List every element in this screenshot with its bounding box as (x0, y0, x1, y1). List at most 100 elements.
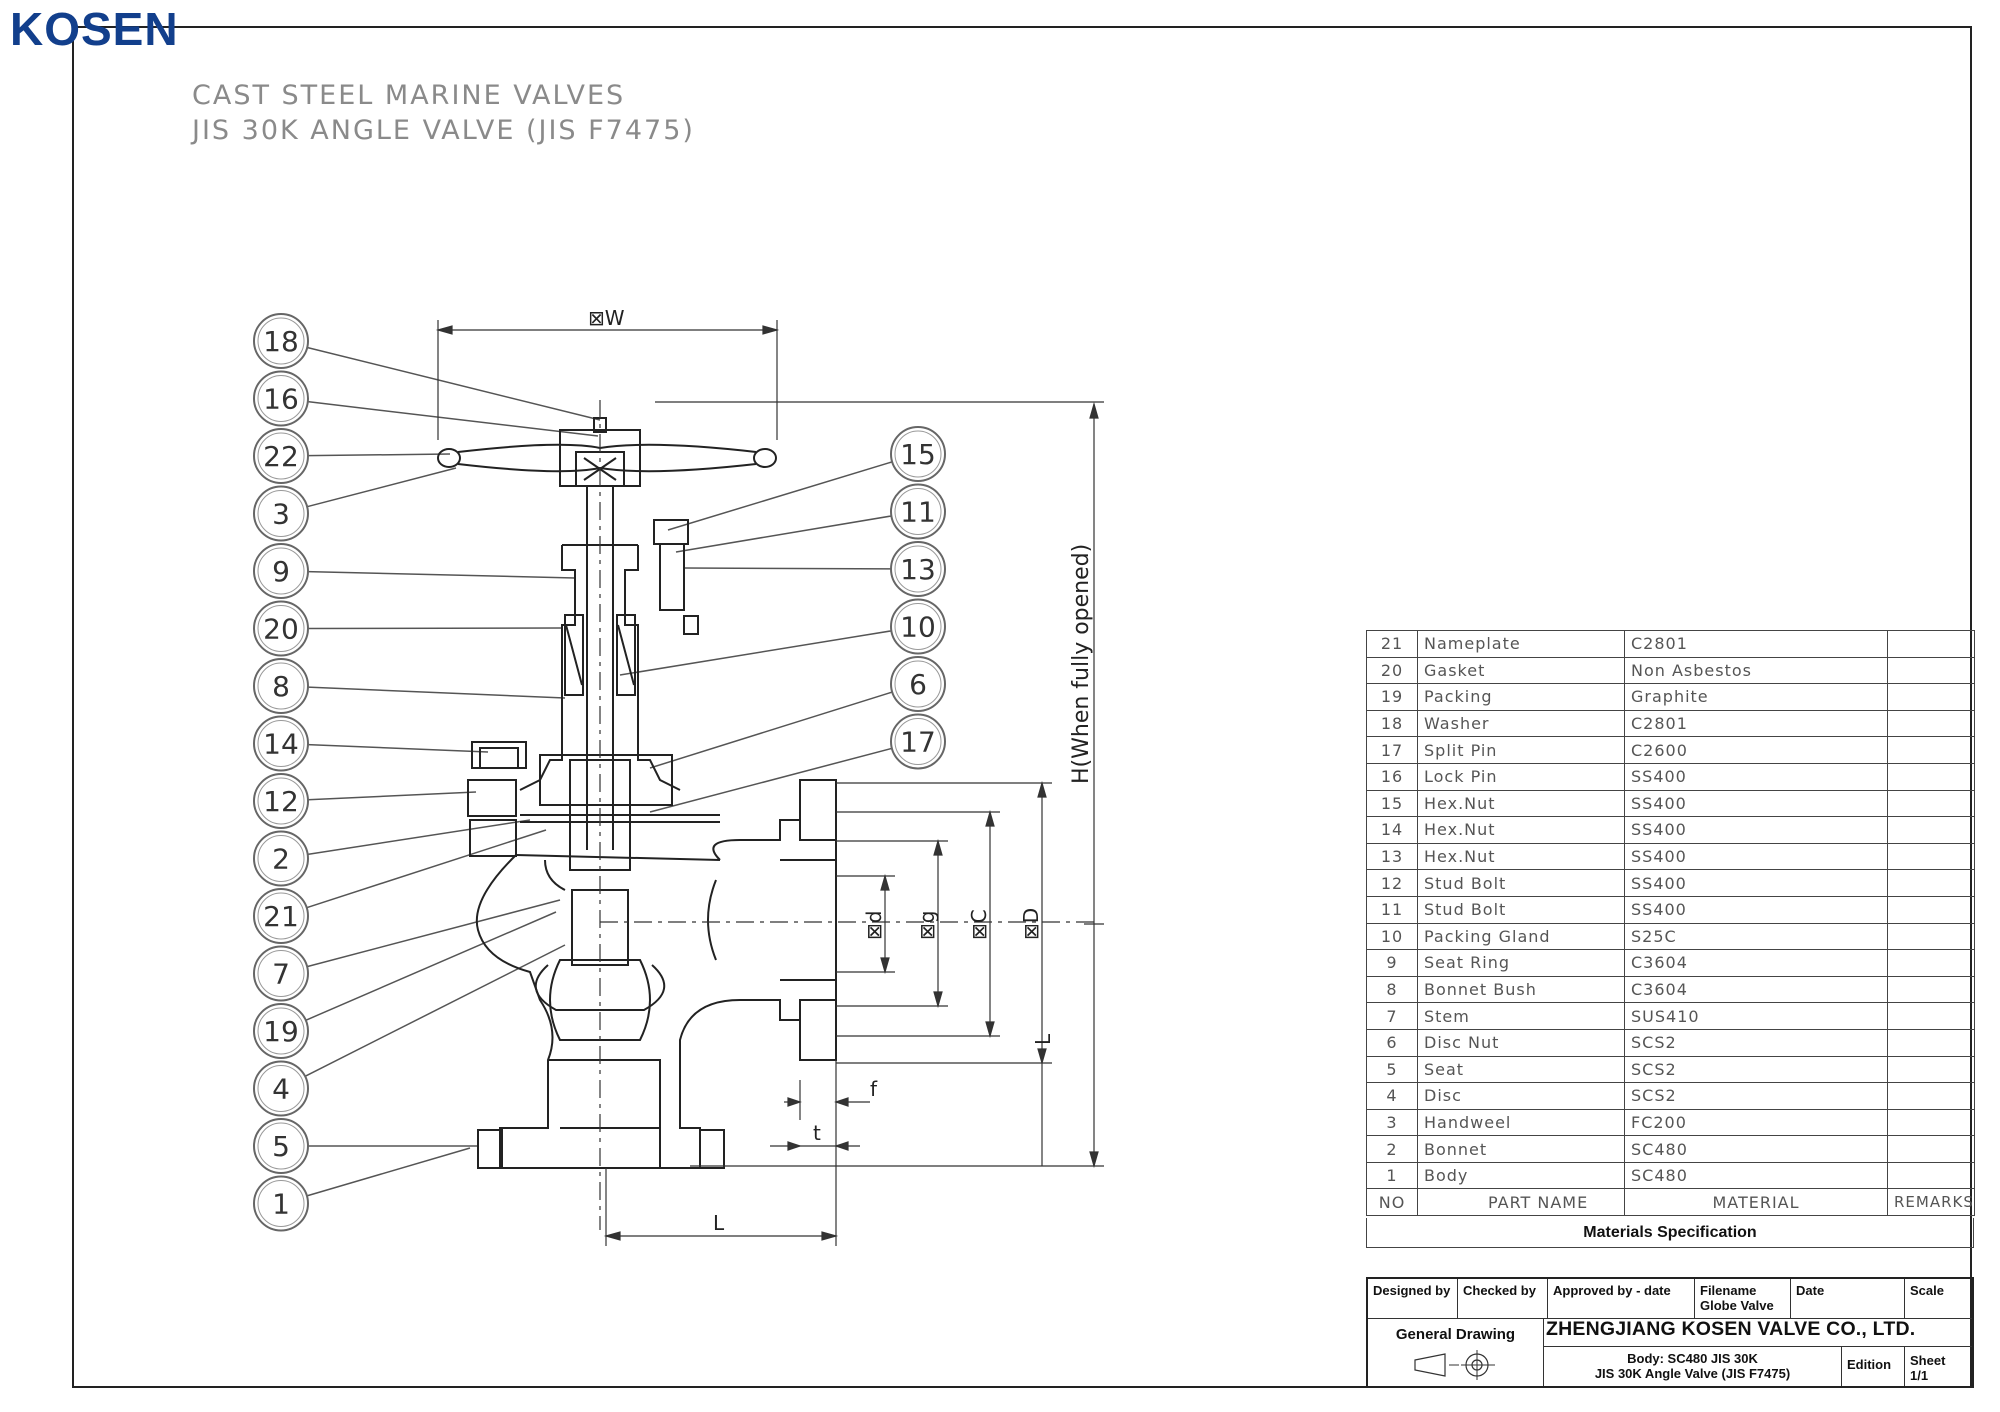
sheet-label: Sheet (1910, 1353, 1946, 1368)
material-part-cell: Gasket (1417, 656, 1625, 685)
callout-number: 11 (900, 496, 936, 529)
callout-left-14: 5 (253, 1118, 478, 1174)
body-spec-line1: Body: SC480 JIS 30K (1627, 1351, 1758, 1366)
material-part-cell: Hex.Nut (1417, 842, 1625, 871)
material-part-cell: Nameplate (1417, 630, 1625, 658)
callout-number: 6 (909, 668, 927, 701)
material-remarks-cell (1887, 1002, 1975, 1030)
callout-right-2: 13 (683, 541, 946, 597)
material-part-cell: Disc (1417, 1082, 1625, 1110)
callout-right-0: 15 (667, 426, 946, 531)
material-material-cell: SS400 (1624, 762, 1888, 791)
title-block: Designed by Checked by Approved by - dat… (1366, 1277, 1974, 1388)
material-remarks-cell (1887, 1161, 1975, 1190)
designed-by-cell: Designed by (1368, 1279, 1458, 1319)
callout-left-12: 19 (253, 911, 557, 1059)
general-drawing-label: General Drawing (1395, 1326, 1516, 1343)
checked-by-cell: Checked by (1458, 1279, 1548, 1319)
callout-number: 12 (263, 785, 299, 818)
dim-g-label: ⊠g (915, 911, 939, 940)
material-part-cell: Lock Pin (1417, 762, 1625, 791)
callout-left-1: 16 (253, 370, 599, 437)
callout-number: 7 (272, 958, 290, 991)
edition-cell: Edition (1842, 1347, 1905, 1386)
material-header-material: MATERIAL (1624, 1188, 1888, 1217)
material-remarks-cell (1887, 949, 1975, 977)
material-no-cell: 16 (1366, 762, 1418, 791)
material-remarks-cell (1887, 709, 1975, 738)
material-remarks-cell (1887, 736, 1975, 764)
filename-value: Globe Valve (1700, 1298, 1774, 1313)
material-material-cell: SS400 (1624, 869, 1888, 897)
material-no-cell: 1 (1366, 1161, 1418, 1190)
filename-cell: Filename Globe Valve (1695, 1279, 1791, 1319)
material-remarks-cell (1887, 1135, 1975, 1163)
material-no-cell: 6 (1366, 1028, 1418, 1057)
material-remarks-cell (1887, 975, 1975, 1004)
material-material-cell: SC480 (1624, 1135, 1888, 1163)
material-part-cell: Bonnet Bush (1417, 975, 1625, 1004)
callout-number: 15 (900, 438, 936, 471)
callout-number: 22 (263, 440, 299, 473)
material-no-cell: 8 (1366, 975, 1418, 1004)
material-part-cell: Packing Gland (1417, 922, 1625, 951)
callout-right-5: 17 (649, 713, 946, 813)
material-no-cell: 20 (1366, 656, 1418, 685)
material-material-cell: SS400 (1624, 895, 1888, 924)
callout-number: 1 (272, 1188, 290, 1221)
material-no-cell: 14 (1366, 816, 1418, 844)
callout-left-13: 4 (253, 944, 566, 1117)
scale-cell: Scale (1905, 1279, 1972, 1319)
dimension-labels: ⊠W H(When fully opened) L ⊠D ⊠C ⊠g ⊠d L … (588, 306, 1094, 1235)
drawing-title-line2: JIS 30K ANGLE VALVE (JIS F7475) (192, 115, 695, 146)
material-part-cell: Stud Bolt (1417, 869, 1625, 897)
material-header-part: PART NAME (1417, 1188, 1625, 1217)
sheet-cell: Sheet 1/1 (1905, 1347, 1972, 1386)
callout-left-3: 3 (253, 467, 457, 542)
approved-by-cell: Approved by - date (1548, 1279, 1695, 1319)
material-part-cell: Bonnet (1417, 1135, 1625, 1163)
callout-left-9: 2 (253, 819, 531, 887)
material-material-cell: SS400 (1624, 842, 1888, 871)
dimension-lines (435, 320, 1104, 1246)
material-remarks-cell (1887, 1028, 1975, 1057)
callout-number: 2 (272, 843, 290, 876)
material-material-cell: SS400 (1624, 816, 1888, 844)
material-material-cell: C2801 (1624, 709, 1888, 738)
callout-right-1: 11 (675, 483, 946, 553)
material-material-cell: S25C (1624, 922, 1888, 951)
callout-number: 8 (272, 670, 290, 703)
material-part-cell: Body (1417, 1161, 1625, 1190)
general-drawing-cell: General Drawing (1368, 1319, 1544, 1386)
material-material-cell: Graphite (1624, 683, 1888, 711)
callout-number: 5 (272, 1130, 290, 1163)
projection-symbol-icon (1413, 1350, 1495, 1380)
material-no-cell: 7 (1366, 1002, 1418, 1030)
material-no-cell: 11 (1366, 895, 1418, 924)
material-no-cell: 15 (1366, 789, 1418, 818)
material-remarks-cell (1887, 816, 1975, 844)
material-part-cell: Handweel (1417, 1108, 1625, 1137)
dim-l-side-label: L (1031, 1033, 1055, 1045)
callout-number: 3 (272, 498, 290, 531)
kosen-logo: KOSEN (10, 3, 179, 55)
material-part-cell: Seat (1417, 1055, 1625, 1084)
callout-number: 9 (272, 555, 290, 588)
material-part-cell: Washer (1417, 709, 1625, 738)
callout-left-11: 7 (253, 899, 561, 1002)
material-material-cell: C3604 (1624, 949, 1888, 977)
callout-right-3: 10 (619, 598, 946, 676)
callout-number: 17 (900, 726, 936, 759)
